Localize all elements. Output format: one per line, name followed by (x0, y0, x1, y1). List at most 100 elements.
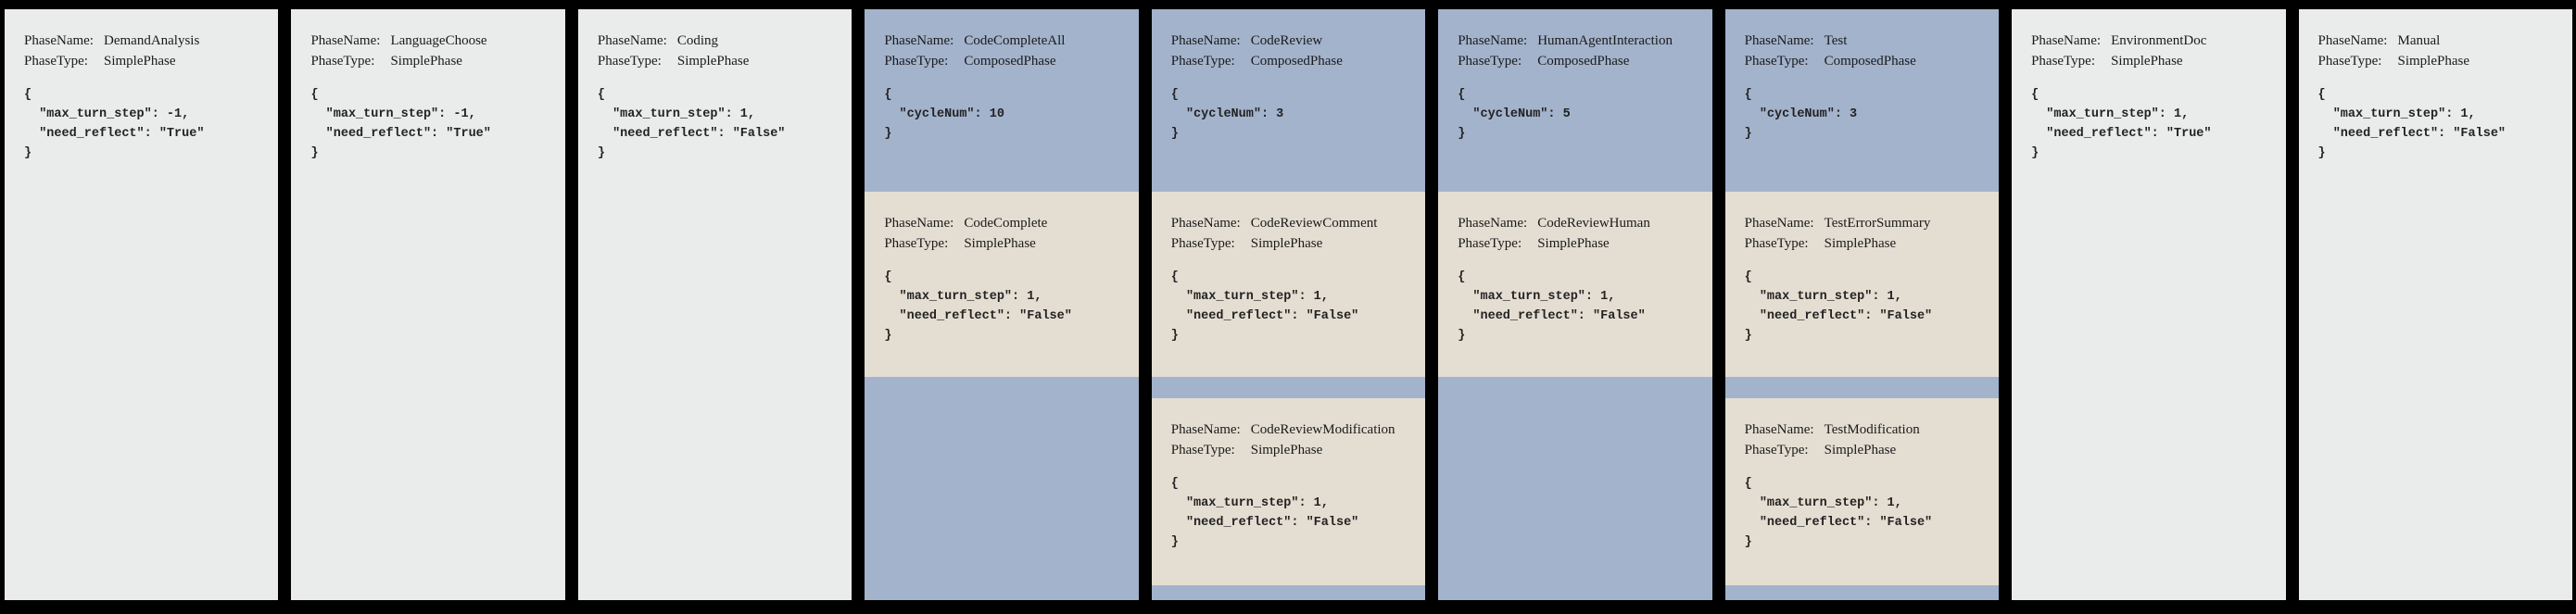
phase-name-label: PhaseName: (2317, 33, 2388, 48)
phase-type-value: SimplePhase (104, 54, 176, 69)
phase-name-line: PhaseName: Coding (598, 31, 839, 51)
phase-type-value: SimplePhase (1250, 443, 1323, 457)
phase-name-value: CodeCompleteAll (964, 33, 1066, 48)
phase-name-line: PhaseName: CodeCompleteAll (884, 31, 1125, 51)
phase-type-label: PhaseType: (24, 54, 88, 69)
phase-config-json: { "cycleNum": 5 } (1458, 88, 1571, 141)
phase-card-language-choose: PhaseName: LanguageChoose PhaseType: Sim… (291, 9, 565, 600)
phase-type-value: SimplePhase (2111, 54, 2183, 69)
phase-type-line: PhaseType: SimplePhase (598, 51, 839, 71)
phase-name-value: LanguageChoose (390, 33, 487, 48)
phase-name-value: CodeReviewHuman (1537, 216, 1650, 231)
phase-name-label: PhaseName: (1170, 422, 1241, 437)
phase-name-label: PhaseName: (1458, 33, 1528, 48)
composed-phase-header: PhaseName: CodeReview PhaseType: Compose… (1152, 9, 1425, 192)
phase-type-value: SimplePhase (1250, 236, 1323, 251)
phase-type-line: PhaseType: ComposedPhase (1171, 51, 1412, 71)
phase-type-line: PhaseType: SimplePhase (1458, 233, 1698, 254)
phase-name-value: CodeReviewModification (1250, 422, 1395, 437)
phase-config-json: { "max_turn_step": 1, "need_reflect": "T… (2031, 88, 2212, 160)
phase-chain-row: PhaseName: DemandAnalysis PhaseType: Sim… (5, 9, 2572, 600)
phase-name-value: Manual (2397, 33, 2441, 48)
phase-type-label: PhaseType: (1170, 443, 1235, 457)
phase-name-value: CodeReviewComment (1250, 216, 1378, 231)
phase-name-label: PhaseName: (2031, 33, 2102, 48)
phase-config-json: { "max_turn_step": 1, "need_reflect": "F… (1170, 477, 1359, 549)
phase-type-line: PhaseType: SimplePhase (2031, 51, 2272, 71)
phase-type-label: PhaseType: (1744, 54, 1809, 69)
phase-type-line: PhaseType: SimplePhase (1171, 233, 1412, 254)
phase-card-code-complete-all: PhaseName: CodeCompleteAll PhaseType: Co… (865, 9, 1139, 600)
phase-type-line: PhaseType: ComposedPhase (884, 51, 1125, 71)
phase-type-line: PhaseType: SimplePhase (1745, 440, 1986, 460)
phase-type-label: PhaseType: (884, 54, 949, 69)
subphase-card-test-modification: PhaseName: TestModification PhaseType: S… (1724, 398, 2000, 585)
phase-name-line: PhaseName: CodeReviewModification (1171, 420, 1412, 440)
phase-config-json: { "max_turn_step": 1, "need_reflect": "F… (1744, 477, 1933, 549)
phase-type-value: ComposedPhase (964, 54, 1056, 69)
phase-type-value: SimplePhase (1824, 236, 1897, 251)
phase-type-line: PhaseType: ComposedPhase (1745, 51, 1986, 71)
phase-name-value: TestModification (1824, 422, 1920, 437)
phase-type-value: SimplePhase (390, 54, 462, 69)
phase-name-line: PhaseName: CodeComplete (884, 213, 1125, 233)
phase-card-code-review: PhaseName: CodeReview PhaseType: Compose… (1151, 9, 1426, 600)
phase-type-label: PhaseType: (1458, 54, 1522, 69)
composed-phase-header: PhaseName: CodeCompleteAll PhaseType: Co… (865, 9, 1138, 192)
phase-type-value: SimplePhase (2397, 54, 2470, 69)
phase-type-line: PhaseType: SimplePhase (1171, 440, 1412, 460)
phase-config-json: { "max_turn_step": -1, "need_reflect": "… (310, 88, 491, 160)
phase-config-json: { "cycleNum": 10 } (884, 88, 1004, 141)
phase-name-line: PhaseName: EnvironmentDoc (2031, 31, 2272, 51)
phase-name-line: PhaseName: CodeReviewHuman (1458, 213, 1698, 233)
phase-type-label: PhaseType: (884, 236, 949, 251)
phase-name-value: Test (1824, 33, 1848, 48)
phase-config-json: { "cycleNum": 3 } (1744, 88, 1858, 141)
phase-type-value: SimplePhase (676, 54, 750, 69)
phase-type-line: PhaseType: SimplePhase (884, 233, 1125, 254)
phase-type-value: SimplePhase (1537, 236, 1610, 251)
phase-header: PhaseName: DemandAnalysis PhaseType: Sim… (5, 9, 278, 163)
phase-name-label: PhaseName: (1170, 33, 1241, 48)
phase-name-line: PhaseName: TestErrorSummary (1745, 213, 1986, 233)
phase-name-value: HumanAgentInteraction (1537, 33, 1673, 48)
phase-name-value: TestErrorSummary (1824, 216, 1931, 231)
phase-type-label: PhaseType: (2031, 54, 2095, 69)
phase-name-value: CodeReview (1250, 33, 1323, 48)
phase-type-line: PhaseType: ComposedPhase (1458, 51, 1698, 71)
phase-card-demand-analysis: PhaseName: DemandAnalysis PhaseType: Sim… (5, 9, 279, 600)
phase-name-label: PhaseName: (884, 216, 954, 231)
phase-config-json: { "max_turn_step": -1, "need_reflect": "… (24, 88, 205, 160)
phase-name-label: PhaseName: (597, 33, 667, 48)
subphase-card-code-review-human: PhaseName: CodeReviewHuman PhaseType: Si… (1438, 192, 1712, 377)
phase-type-value: ComposedPhase (1537, 54, 1630, 69)
phase-type-label: PhaseType: (2317, 54, 2382, 69)
phase-name-label: PhaseName: (1458, 216, 1528, 231)
phase-name-label: PhaseName: (24, 33, 94, 48)
phase-type-value: SimplePhase (964, 236, 1036, 251)
subphase-card-test-error-summary: PhaseName: TestErrorSummary PhaseType: S… (1724, 192, 2000, 377)
phase-name-label: PhaseName: (1744, 33, 1814, 48)
phase-name-line: PhaseName: HumanAgentInteraction (1458, 31, 1698, 51)
phase-type-line: PhaseType: SimplePhase (310, 51, 551, 71)
phase-card-coding: PhaseName: Coding PhaseType: SimplePhase… (577, 9, 852, 600)
phase-config-json: { "cycleNum": 3 } (1170, 88, 1284, 141)
phase-card-environment-doc: PhaseName: EnvironmentDoc PhaseType: Sim… (2012, 9, 2286, 600)
phase-type-label: PhaseType: (1170, 54, 1235, 69)
phase-config-json: { "max_turn_step": 1, "need_reflect": "F… (1458, 270, 1646, 343)
phase-config-json: { "max_turn_step": 1, "need_reflect": "F… (884, 270, 1072, 343)
phase-name-value: DemandAnalysis (104, 33, 200, 48)
phase-type-line: PhaseType: SimplePhase (2318, 51, 2559, 71)
phase-type-value: ComposedPhase (1250, 54, 1343, 69)
phase-type-line: PhaseType: SimplePhase (1745, 233, 1986, 254)
phase-card-human-agent-interaction: PhaseName: HumanAgentInteraction PhaseTy… (1438, 9, 1712, 600)
phase-type-line: PhaseType: SimplePhase (24, 51, 265, 71)
phase-type-label: PhaseType: (1458, 236, 1522, 251)
phase-config-json: { "max_turn_step": 1, "need_reflect": "F… (1170, 270, 1359, 343)
phase-type-label: PhaseType: (597, 54, 662, 69)
phase-header: PhaseName: Coding PhaseType: SimplePhase… (578, 9, 852, 163)
phase-type-label: PhaseType: (310, 54, 375, 69)
phase-type-label: PhaseType: (1744, 236, 1809, 251)
phase-name-label: PhaseName: (884, 33, 954, 48)
phase-header: PhaseName: LanguageChoose PhaseType: Sim… (291, 9, 564, 163)
